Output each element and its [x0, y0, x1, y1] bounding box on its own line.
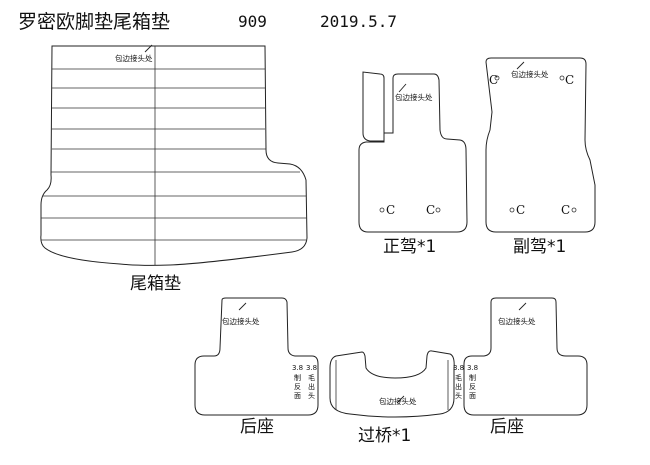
seam-arrow	[516, 61, 525, 70]
passenger-mat-outline	[485, 57, 596, 233]
svg-text:制: 制	[294, 373, 301, 382]
svg-text:3.8: 3.8	[292, 364, 303, 372]
svg-text:头: 头	[308, 391, 315, 400]
svg-text:制: 制	[469, 373, 476, 382]
svg-text:3.8: 3.8	[306, 364, 317, 372]
svg-text:C: C	[386, 203, 395, 217]
seam-arrow	[518, 302, 527, 311]
svg-text:反: 反	[469, 382, 476, 391]
svg-text:C: C	[565, 73, 574, 87]
seam-note: 包边接头处	[115, 53, 153, 63]
trunk-mat-stitch-lines	[41, 46, 307, 265]
bridge-mat-label: 过桥*1	[358, 426, 411, 446]
rear-left-mat-outline	[194, 297, 319, 416]
seam-arrow	[396, 395, 405, 404]
svg-text:C: C	[516, 203, 525, 217]
trunk-mat-outline	[40, 45, 308, 266]
clip-marker: C	[561, 203, 577, 217]
svg-text:毛: 毛	[455, 373, 462, 382]
svg-text:C: C	[561, 203, 570, 217]
bridge-mat-piece: 包边接头处 过桥*1	[329, 350, 455, 446]
seam-arrow	[238, 302, 247, 311]
sheet-date: 2019.5.7	[320, 12, 397, 31]
rear-left-mat-label: 后座	[240, 417, 274, 437]
seam-note: 包边接头处	[511, 69, 549, 79]
svg-text:C: C	[426, 203, 435, 217]
passenger-mat-label: 副驾*1	[513, 237, 566, 257]
svg-text:反: 反	[294, 382, 301, 391]
seam-note: 包边接头处	[395, 92, 433, 102]
rear-right-mat-outline	[463, 297, 588, 416]
svg-text:3.8: 3.8	[453, 364, 464, 372]
passenger-mat-piece: 包边接头处 C C C C 副驾*1	[485, 57, 596, 257]
driver-mat-piece: 包边接头处 C C 正驾*1	[358, 71, 468, 257]
clip-marker: C	[489, 73, 500, 87]
clip-marker: C	[426, 203, 441, 217]
clip-marker: C	[559, 73, 574, 87]
sheet-title: 罗密欧脚垫尾箱垫	[18, 11, 170, 33]
seam-note: 包边接头处	[222, 316, 260, 326]
rear-right-mat-label: 后座	[490, 417, 524, 437]
side-note: 3.8 毛 出 头 3.8 制 反 面	[453, 364, 478, 400]
svg-text:面: 面	[294, 392, 301, 400]
svg-text:出: 出	[455, 382, 462, 391]
bridge-mat-outline	[329, 350, 455, 418]
rear-right-mat-piece: 包边接头处 3.8 毛 出 头 3.8 制 反 面 后座	[453, 297, 588, 437]
side-note: 3.8 制 反 面 3.8 毛 出 头	[292, 364, 317, 400]
clip-marker: C	[509, 203, 525, 217]
driver-mat-label: 正驾*1	[383, 237, 436, 257]
model-code: 909	[238, 12, 267, 31]
seam-arrow	[398, 83, 407, 93]
driver-mat-body-outline	[358, 73, 468, 233]
clip-marker: C	[379, 203, 395, 217]
svg-text:毛: 毛	[308, 373, 315, 382]
driver-mat-outline	[362, 71, 385, 142]
svg-text:出: 出	[308, 382, 315, 391]
svg-text:3.8: 3.8	[467, 364, 478, 372]
seam-arrow	[144, 44, 153, 53]
trunk-mat-label: 尾箱垫	[130, 274, 181, 294]
seam-note: 包边接头处	[379, 396, 417, 406]
trunk-mat-piece: 包边接头处 尾箱垫	[40, 44, 308, 294]
svg-text:C: C	[489, 73, 498, 87]
rear-left-mat-piece: 包边接头处 3.8 制 反 面 3.8 毛 出 头 后座	[194, 297, 319, 437]
svg-text:面: 面	[469, 392, 476, 400]
svg-text:头: 头	[455, 391, 462, 400]
seam-note: 包边接头处	[498, 316, 536, 326]
